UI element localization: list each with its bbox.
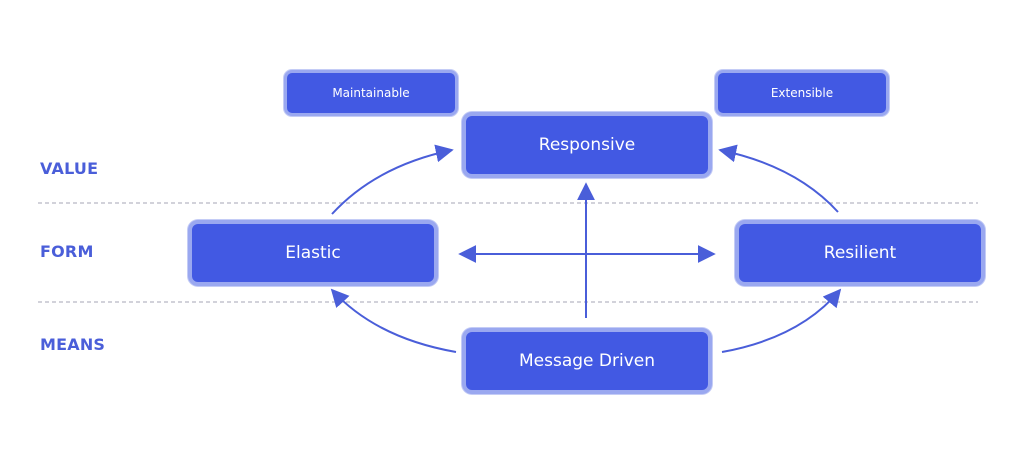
node-resilient: Resilient: [735, 220, 985, 286]
arrow-message-driven-to-resilient: [721, 288, 842, 353]
node-elastic: Elastic: [188, 220, 438, 286]
node-responsive: Responsive: [462, 112, 712, 178]
node-maintainable: Maintainable: [284, 70, 458, 116]
node-message-driven: Message Driven: [462, 328, 712, 394]
arrow-elastic-to-responsive: [331, 144, 454, 215]
node-extensible: Extensible: [715, 70, 889, 116]
row-label-value: VALUE: [40, 159, 99, 178]
row-label-form: FORM: [40, 242, 94, 261]
row-label-means: MEANS: [40, 335, 106, 354]
arrow-resilient-to-responsive: [718, 144, 839, 213]
arrow-message-driven-to-elastic: [330, 288, 457, 353]
